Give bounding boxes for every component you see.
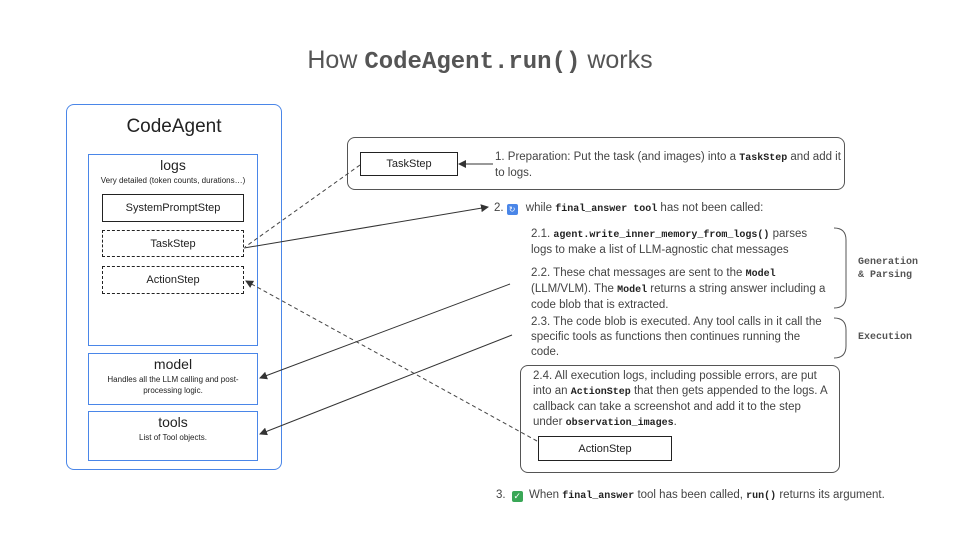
step-2-2-code-1: Model bbox=[745, 269, 776, 280]
system-prompt-step-box: SystemPromptStep bbox=[102, 194, 244, 222]
model-box: model Handles all the LLM calling and po… bbox=[88, 353, 258, 405]
logs-title: logs bbox=[160, 157, 186, 173]
repeat-icon: ↻ bbox=[506, 204, 518, 215]
step-2-2-text-a: 2.2. These chat messages are sent to the bbox=[531, 267, 746, 279]
step-2-4-code-1: ActionStep bbox=[570, 387, 631, 398]
title-prefix: How bbox=[307, 46, 365, 74]
arrow-to-tools bbox=[259, 334, 513, 436]
tools-description: List of Tool objects. bbox=[139, 433, 207, 442]
step-2-4-text-c: . bbox=[673, 416, 677, 428]
final-code-2: run() bbox=[746, 491, 777, 502]
step-2-4-text-a: 2.4. All execution logs, including possi… bbox=[533, 370, 817, 397]
final-number: 3. bbox=[496, 489, 506, 501]
task-step-box: TaskStep bbox=[102, 230, 244, 257]
execution-logs-box bbox=[520, 365, 840, 473]
generation-parsing-label: Generation & Parsing bbox=[858, 256, 918, 282]
step-2-2-code-2: Model bbox=[617, 285, 648, 296]
dashed-actionstep-link bbox=[245, 280, 538, 442]
preparation-text-b: and add it to logs. bbox=[495, 151, 841, 179]
model-title: model bbox=[153, 356, 193, 372]
title-suffix: works bbox=[580, 46, 653, 74]
step-2-1-code: agent.write_inner_memory_from_logs() bbox=[553, 230, 770, 241]
step-2-2-text-c: returns a string answer including a code… bbox=[531, 283, 826, 311]
loop-text-a: while bbox=[522, 202, 556, 214]
preparation-text: 1. Preparation: Put the task (and images… bbox=[495, 150, 845, 181]
final-text-c: returns its argument. bbox=[776, 489, 885, 501]
diagram-title: How CodeAgent.run() works bbox=[0, 46, 960, 76]
final-step-text: 3. ✓ When final_answer tool has been cal… bbox=[496, 489, 936, 502]
loop-text-b: has not been called: bbox=[657, 202, 764, 214]
step-2-2: 2.2. These chat messages are sent to the… bbox=[531, 266, 826, 313]
loop-code: final_answer tool bbox=[555, 204, 658, 215]
generation-bracket bbox=[833, 227, 847, 309]
tools-title: tools bbox=[158, 414, 188, 430]
codeagent-box bbox=[66, 104, 282, 470]
execution-label: Execution bbox=[858, 332, 913, 343]
execution-bracket bbox=[833, 317, 847, 359]
loop-text: 2.↻ while final_answer tool has not been… bbox=[494, 202, 824, 215]
model-description: Handles all the LLM calling and post-pro… bbox=[107, 375, 239, 395]
preparation-text-a: 1. Preparation: Put the task (and images… bbox=[495, 151, 740, 163]
step-2-4: 2.4. All execution logs, including possi… bbox=[533, 369, 833, 431]
loop-number: 2. bbox=[494, 202, 504, 214]
step-2-4-code-2: observation_images bbox=[565, 418, 674, 429]
step-2-4-text-b: that then gets appended to the logs. A c… bbox=[533, 385, 828, 428]
preparation-task-step: TaskStep bbox=[360, 152, 458, 176]
codeagent-title: CodeAgent bbox=[126, 116, 222, 137]
arrow-to-model bbox=[259, 283, 511, 380]
dashed-taskstep-link bbox=[244, 164, 361, 248]
generation-label-line-1: Generation bbox=[858, 257, 919, 268]
step-2-1-text-b: parses logs to make a list of LLM-agnost… bbox=[531, 228, 808, 256]
arrow-taskstep-to-loop bbox=[243, 204, 489, 249]
final-text-b: tool has been called, bbox=[634, 489, 747, 501]
generation-label-line-2: & Parsing bbox=[858, 270, 913, 281]
step-2-2-text-b: (LLM/VLM). The bbox=[531, 283, 618, 295]
step-2-3: 2.3. The code blob is executed. Any tool… bbox=[531, 316, 822, 358]
preparation-code: TaskStep bbox=[739, 153, 788, 164]
execution-action-step: ActionStep bbox=[538, 436, 672, 461]
step-2-1-text-a: 2.1. bbox=[531, 228, 554, 240]
title-code: CodeAgent.run() bbox=[364, 49, 581, 76]
final-text-a: When bbox=[525, 489, 563, 501]
tools-box: tools List of Tool objects. bbox=[88, 411, 258, 461]
preparation-box bbox=[347, 137, 845, 190]
logs-description: Very detailed (token counts, durations…) bbox=[100, 176, 246, 185]
final-code-1: final_answer bbox=[562, 491, 635, 502]
action-step-box: ActionStep bbox=[102, 266, 244, 294]
check-icon: ✓ bbox=[511, 491, 523, 502]
step-2-1: 2.1. agent.write_inner_memory_from_logs(… bbox=[531, 227, 821, 258]
